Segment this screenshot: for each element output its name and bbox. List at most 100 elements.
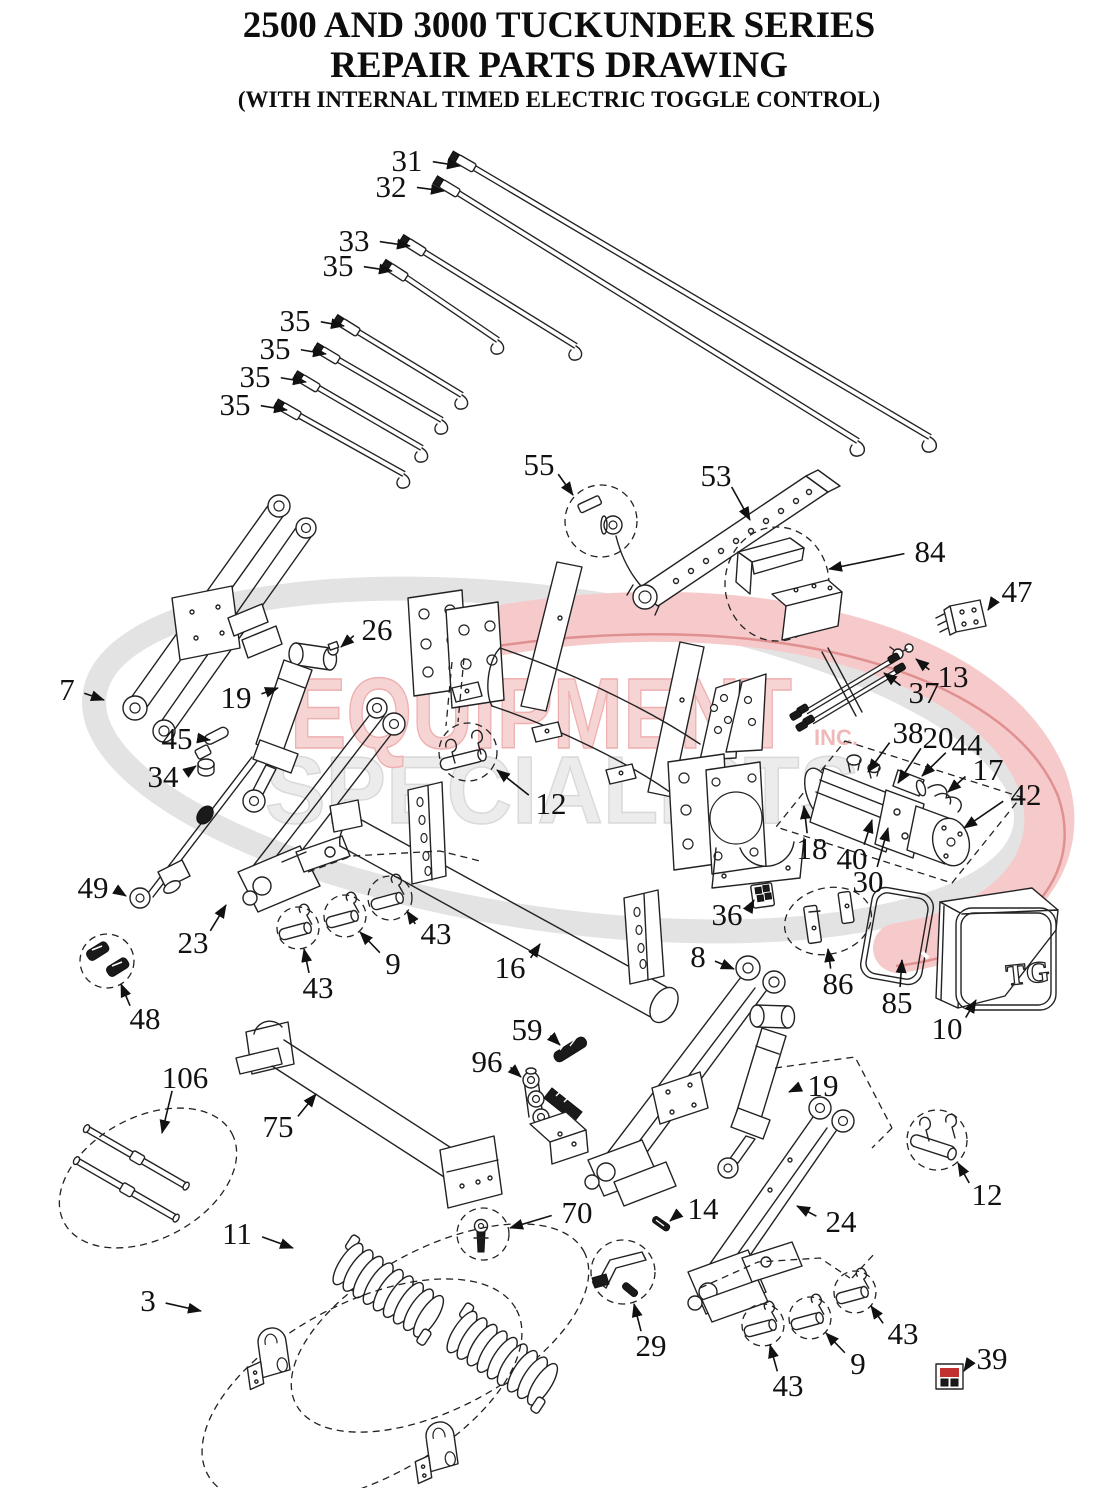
callout-55: 55 bbox=[524, 447, 574, 496]
callout-42: 42 bbox=[963, 777, 1042, 829]
callout-12: 12 bbox=[496, 769, 567, 821]
callout-23: 23 bbox=[178, 904, 227, 960]
callout-leader-line bbox=[870, 1305, 884, 1324]
pump-cover-10: TG bbox=[935, 887, 1059, 1011]
callout-39: 39 bbox=[963, 1341, 1008, 1376]
callout-84: 84 bbox=[828, 534, 946, 572]
pin-45 bbox=[194, 726, 229, 760]
title-line-3: (WITH INTERNAL TIMED ELECTRIC TOGGLE CON… bbox=[237, 86, 881, 112]
lift-arm-24 bbox=[687, 1096, 855, 1323]
callout-leader-line bbox=[631, 1303, 643, 1332]
callout-leader-line bbox=[406, 910, 419, 925]
callout-leader-line bbox=[112, 884, 127, 897]
callout-19: 19 bbox=[221, 680, 279, 715]
callout-leader-line bbox=[921, 752, 947, 777]
callout-leader-line bbox=[120, 983, 132, 1007]
part-number-label: 10 bbox=[932, 1011, 963, 1046]
pin-cluster-lower bbox=[737, 1109, 968, 1347]
callout-leader-line bbox=[496, 769, 530, 796]
part-number-label: 96 bbox=[472, 1044, 503, 1079]
part-number-label: 43 bbox=[888, 1316, 919, 1351]
callout-96: 96 bbox=[472, 1044, 522, 1079]
part-number-label: 32 bbox=[376, 169, 407, 204]
callout-44: 44 bbox=[921, 727, 983, 777]
part-number-label: 86 bbox=[823, 966, 854, 1001]
callout-leader-line bbox=[963, 800, 1004, 829]
part-number-label: 33 bbox=[339, 223, 370, 258]
hose-35a bbox=[380, 258, 505, 355]
part-number-label: 49 bbox=[78, 870, 109, 905]
callout-leader-line bbox=[730, 486, 751, 521]
callout-43: 43 bbox=[870, 1305, 919, 1351]
callout-17: 17 bbox=[947, 752, 1004, 793]
hose-31 bbox=[448, 150, 938, 453]
callout-12: 12 bbox=[957, 1162, 1003, 1212]
callout-47: 47 bbox=[987, 574, 1033, 611]
part-number-label: 75 bbox=[263, 1109, 294, 1144]
callout-75: 75 bbox=[263, 1093, 317, 1144]
callout-19: 19 bbox=[788, 1068, 839, 1103]
part-number-label: 13 bbox=[938, 659, 969, 694]
title-block: 2500 AND 3000 TUCKUNDER SERIES REPAIR PA… bbox=[0, 6, 1118, 114]
chain-roller-96 bbox=[522, 1067, 589, 1165]
callout-38: 38 bbox=[867, 715, 924, 773]
callout-leader-line bbox=[796, 1205, 817, 1217]
detail-circle-48 bbox=[79, 933, 135, 989]
connector-47 bbox=[935, 599, 987, 636]
callout-20: 20 bbox=[897, 720, 954, 784]
callout-leader-line bbox=[828, 552, 905, 572]
callout-34: 34 bbox=[148, 759, 197, 794]
callout-leader-line bbox=[947, 775, 966, 793]
callout-leader-line bbox=[862, 819, 874, 845]
cover-logo-text: TG bbox=[1004, 955, 1051, 992]
callout-45: 45 bbox=[162, 721, 211, 756]
title-line-1: 2500 AND 3000 TUCKUNDER SERIES bbox=[242, 5, 876, 46]
callout-35: 35 bbox=[280, 303, 345, 338]
part-number-label: 11 bbox=[222, 1216, 252, 1251]
callout-26: 26 bbox=[340, 612, 393, 648]
arm-assembly-23 bbox=[237, 697, 406, 913]
part-number-label: 16 bbox=[495, 950, 526, 985]
part-number-label: 3 bbox=[140, 1283, 156, 1318]
callout-9: 9 bbox=[825, 1332, 866, 1381]
callout-43: 43 bbox=[406, 910, 452, 951]
callout-leader-line bbox=[963, 1357, 976, 1372]
callout-48: 48 bbox=[120, 983, 161, 1036]
callout-leader-line bbox=[300, 346, 327, 358]
callout-leader-line bbox=[714, 958, 735, 970]
callout-leader-line bbox=[876, 827, 890, 868]
part-number-label: 9 bbox=[850, 1346, 866, 1381]
callout-8: 8 bbox=[690, 939, 735, 974]
callout-35: 35 bbox=[260, 331, 327, 366]
part-number-label: 39 bbox=[977, 1341, 1008, 1376]
callout-leader-line bbox=[196, 732, 211, 744]
hose-group-top bbox=[273, 150, 938, 489]
part-number-label: 31 bbox=[392, 143, 423, 178]
callout-35: 35 bbox=[220, 387, 288, 422]
callout-43: 43 bbox=[768, 1344, 804, 1403]
callout-36: 36 bbox=[712, 897, 755, 932]
callout-leader-line bbox=[557, 473, 574, 496]
spring-pin-59 bbox=[553, 1036, 588, 1063]
gasket-85 bbox=[860, 886, 934, 986]
part-number-label: 24 bbox=[826, 1204, 858, 1239]
crossmember-frame bbox=[407, 561, 805, 889]
callout-leader-line bbox=[297, 1093, 317, 1117]
callout-leader-line bbox=[379, 238, 411, 250]
callout-leader-line bbox=[260, 402, 288, 414]
nut-34 bbox=[197, 758, 215, 777]
part-number-label: 70 bbox=[562, 1195, 593, 1230]
callout-3: 3 bbox=[140, 1283, 202, 1318]
part-number-label: 23 bbox=[178, 925, 209, 960]
part-number-label: 35 bbox=[240, 359, 271, 394]
part-number-label: 29 bbox=[636, 1328, 667, 1363]
part-number-label: 35 bbox=[220, 387, 251, 422]
callout-leader-line bbox=[546, 1031, 561, 1046]
part-number-label: 26 bbox=[362, 612, 393, 647]
callout-106: 106 bbox=[159, 1060, 208, 1134]
part-number-label: 55 bbox=[524, 447, 555, 482]
hose-35c bbox=[312, 342, 449, 435]
